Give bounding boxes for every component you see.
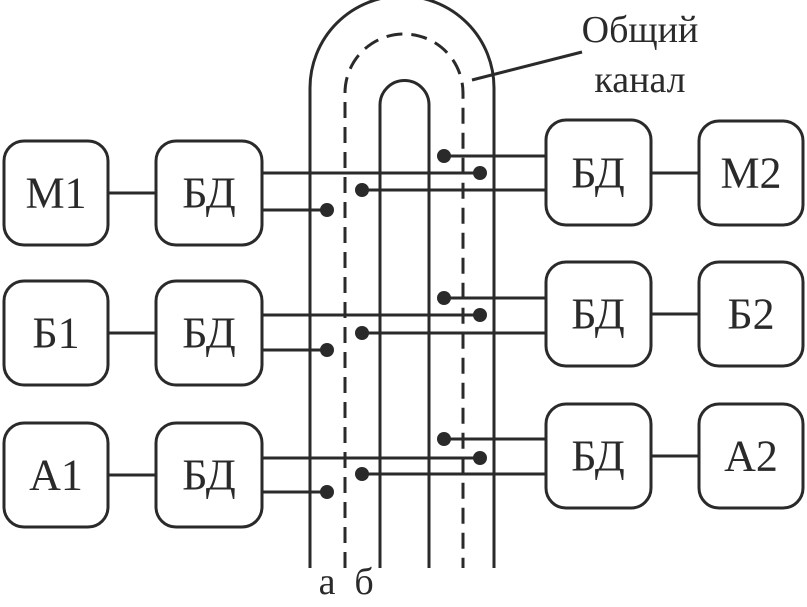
device-box-b1 xyxy=(2,279,110,387)
channel-line-a xyxy=(343,32,465,568)
tap-dot xyxy=(473,451,487,465)
adapter-label-left-a: БД xyxy=(182,451,236,500)
tap-dot xyxy=(320,343,334,357)
row-b: Б1 БД БД Б2 xyxy=(2,260,805,387)
adapter-box-right-a xyxy=(544,402,653,510)
adapter-label-right-m: БД xyxy=(571,149,625,198)
adapter-box-left-m xyxy=(154,139,264,247)
channel-caption-line2: канал xyxy=(594,59,685,101)
tap-dot xyxy=(355,326,369,340)
device-box-b2 xyxy=(697,260,805,368)
device-label-a1: А1 xyxy=(29,451,83,500)
row-a: А1 БД БД А2 xyxy=(2,402,805,529)
adapter-box-left-b xyxy=(154,279,264,387)
device-label-m2: М2 xyxy=(720,149,781,198)
device-box-a1 xyxy=(2,421,110,529)
bus-label-a: а xyxy=(319,561,336,603)
channel-outer-wall xyxy=(308,0,496,568)
adapter-label-left-b: БД xyxy=(182,309,236,358)
adapter-label-right-a: БД xyxy=(571,432,625,481)
adapter-box-left-a xyxy=(154,421,264,529)
row-m: М1 БД БД М2 xyxy=(2,118,805,247)
common-channel xyxy=(308,0,496,568)
device-box-m2 xyxy=(697,119,805,227)
adapter-label-right-b: БД xyxy=(571,290,625,339)
tap-dot xyxy=(320,485,334,499)
channel-caption-leader xyxy=(471,50,583,82)
tap-dot xyxy=(473,166,487,180)
device-box-m1 xyxy=(2,139,110,247)
tap-dot xyxy=(437,432,451,446)
tap-dot xyxy=(437,149,451,163)
device-label-b1: Б1 xyxy=(32,309,79,358)
adapter-box-right-b xyxy=(544,260,653,368)
bus-label-b: б xyxy=(354,561,373,603)
adapter-label-left-m: БД xyxy=(182,169,236,218)
device-label-a2: А2 xyxy=(724,432,778,481)
tap-dot xyxy=(355,183,369,197)
channel-line-b xyxy=(378,79,431,568)
device-box-a2 xyxy=(697,402,805,510)
tap-dot xyxy=(473,308,487,322)
tap-dot xyxy=(437,291,451,305)
device-label-b2: Б2 xyxy=(727,290,774,339)
tap-dot xyxy=(355,467,369,481)
channel-caption-line1: Общий xyxy=(582,9,699,51)
tap-dot xyxy=(320,203,334,217)
device-label-m1: М1 xyxy=(25,169,86,218)
adapter-box-right-m xyxy=(544,118,653,227)
